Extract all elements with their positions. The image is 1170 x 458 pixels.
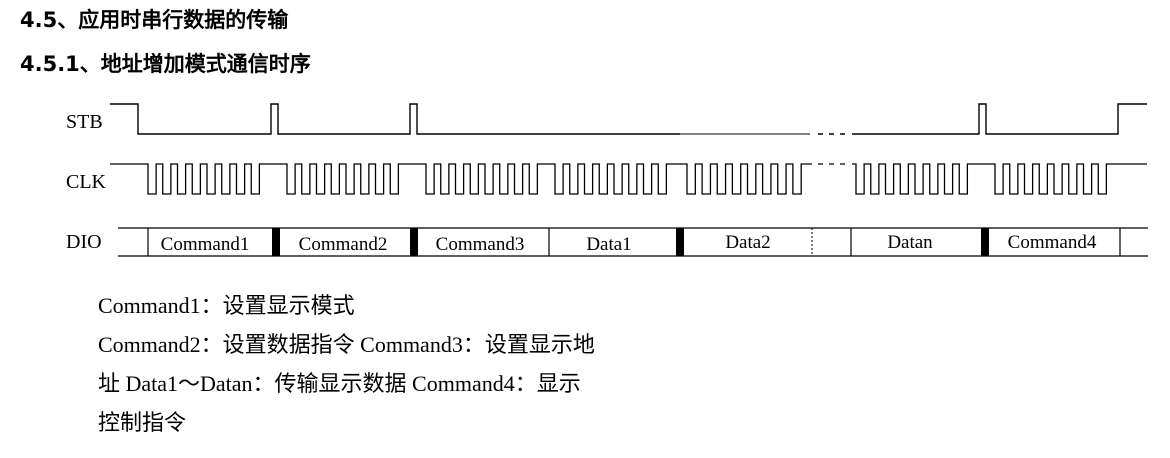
dio-separator	[272, 228, 280, 256]
section-heading: 4.5、应用时串行数据的传输	[20, 8, 289, 32]
command-description: Command1：设置显示模式 Command2：设置数据指令 Command3…	[98, 286, 738, 442]
clk-waveform	[110, 163, 1147, 195]
signal-label-stb: STB	[66, 111, 103, 133]
stb-waveform	[110, 103, 1147, 135]
dio-segment-command3: Command3	[436, 234, 525, 255]
dio-separator	[410, 228, 418, 256]
subsection-heading: 4.5.1、地址增加模式通信时序	[20, 52, 311, 76]
signal-label-clk: CLK	[66, 171, 107, 193]
description-line: Command2：设置数据指令 Command3：设置显示地	[98, 332, 595, 357]
description-line: 址 Data1～Datan：传输显示数据 Command4：显示	[98, 371, 581, 396]
dio-segment-datan: Datan	[887, 232, 933, 253]
dio-segment-command2: Command2	[299, 234, 388, 255]
clk-segment	[110, 163, 812, 195]
signal-label-dio: DIO	[66, 231, 102, 253]
clk-segment	[852, 163, 1147, 195]
dio-separator	[676, 228, 684, 256]
dio-separator	[981, 228, 989, 256]
timing-diagram: STB CLK DIO Command1 Command2 Command3 D…	[66, 103, 1148, 257]
dio-bus: Command1 Command2 Command3 Data1 Data2 D…	[118, 227, 1148, 257]
description-line: 控制指令	[98, 410, 187, 435]
dio-segment-data1: Data1	[586, 234, 631, 255]
dio-segment-command4: Command4	[1008, 232, 1097, 253]
dio-segment-data2: Data2	[725, 232, 770, 253]
dio-segment-command1: Command1	[161, 234, 250, 255]
description-line: Command1：设置显示模式	[98, 293, 355, 318]
